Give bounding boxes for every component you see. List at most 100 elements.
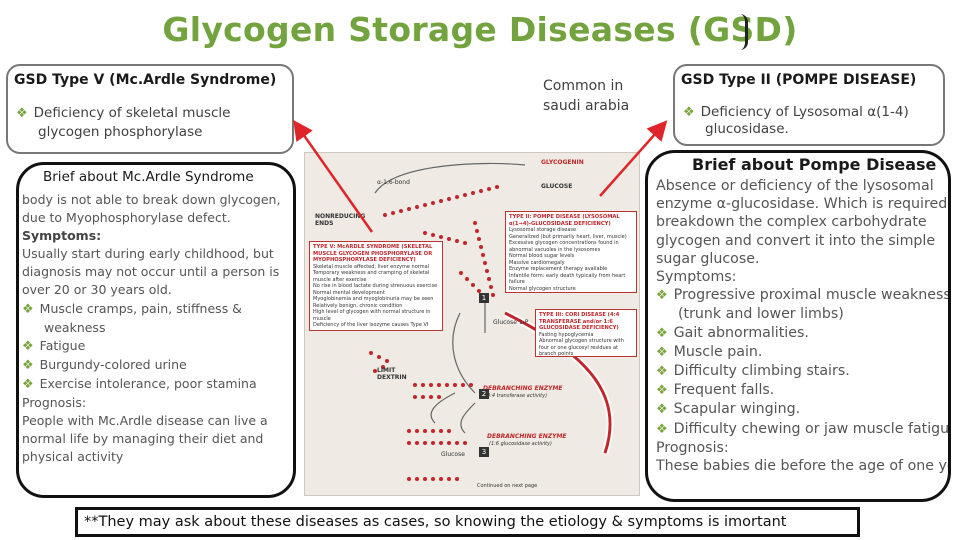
type-v-inset-line: Myoglobinemia and myoglobinuria may be s… — [313, 296, 434, 302]
gsd-type-v-item: ❖ Deficiency of skeletal muscle glycogen … — [14, 104, 286, 141]
brief-mcardle-symptoms-label: Symptoms: — [22, 228, 102, 244]
brief-pompe-prognosis-text: These babies die before the age of one y… — [656, 458, 951, 475]
brief-mcardle-bullet-text: Burgundy-colored urine — [39, 356, 187, 372]
fig-glycogenin-label: GLYCOGENIN — [541, 159, 584, 166]
diamond-bullet-icon: ❖ — [656, 383, 668, 399]
type-ii-inset-line: Enzyme replacement therapy available — [509, 266, 608, 272]
diamond-bullet-icon: ❖ — [656, 421, 668, 437]
brief-mcardle-content: body is not able to break down glycogen,… — [22, 191, 290, 466]
type-iii-inset-title: TYPE III: CORI DISEASE (4:4 TRANSFERASE … — [539, 312, 620, 331]
diamond-bullet-icon: ❖ — [16, 106, 28, 121]
gsd-type-v-heading: GSD Type V (Mc.Ardle Syndrome) — [14, 72, 277, 88]
brief-mcardle-bullet-text: Muscle cramps, pain, stiffness & — [39, 300, 242, 316]
gsd-type-ii-item: ❖ Deficiency of Lysosomal α(1-4) glucosid… — [681, 104, 937, 138]
brief-pompe-symptom-text: Progressive proximal muscle weakness (tr… — [673, 287, 951, 323]
type-ii-inset-title: TYPE II: POMPE DISEASE (LYSOSOMAL α(1→4)… — [509, 214, 620, 227]
brief-pompe-symptom: ❖ Difficulty climbing stairs. — [656, 362, 948, 381]
diamond-bullet-icon: ❖ — [683, 105, 695, 120]
brief-mcardle-bullet-text: Exercise intolerance, poor stamina — [39, 375, 257, 391]
gsd-type-ii-box: GSD Type II (POMPE DISEASE) ❖ Deficiency … — [673, 64, 945, 146]
fig-glucose-small-label: Glucose — [441, 451, 465, 458]
fig-limit-dextrin-label: LIMIT DEXTRIN — [377, 367, 407, 381]
brief-pompe-intro: Absence or deficiency of the lysosomal e… — [656, 178, 951, 267]
brief-pompe-symptom-text: Muscle pain. — [673, 343, 763, 360]
type-ii-inset: TYPE II: POMPE DISEASE (LYSOSOMAL α(1→4)… — [505, 211, 637, 293]
pathway-diagram — [369, 162, 614, 481]
type-v-inset-line: High level of glycogen with normal struc… — [313, 309, 431, 322]
step-number-2: 2 — [479, 389, 489, 399]
gsd-type-v-text: Deficiency of skeletal muscle glycogen p… — [33, 105, 231, 140]
type-iii-inset: TYPE III: CORI DISEASE (4:4 TRANSFERASE … — [535, 309, 637, 357]
brief-mcardle-bullet: ❖Burgundy-colored urine — [22, 356, 290, 375]
step-number-3: 3 — [479, 447, 489, 457]
brief-mcardle-bullet: ❖ Exercise intolerance, poor stamina — [22, 375, 290, 394]
fig-continued-label: Continued on next page — [477, 483, 538, 489]
step-number-1: 1 — [479, 293, 489, 303]
type-ii-inset-line: Lysosomal storage disease — [509, 227, 577, 233]
brief-pompe-prognosis-label: Prognosis: — [656, 439, 729, 456]
fig-debranching-1-label: DEBRANCHING ENZYME — [483, 385, 563, 392]
type-v-inset-line: Normal mental development — [313, 289, 385, 296]
gsd-type-v-box: GSD Type V (Mc.Ardle Syndrome) ❖ Deficien… — [6, 64, 294, 154]
brief-mcardle-symptoms-text: Usually start during early childhood, bu… — [22, 246, 280, 298]
diamond-bullet-icon: ❖ — [22, 376, 34, 392]
gsd-type-ii-heading: GSD Type II (POMPE DISEASE) — [681, 72, 917, 88]
diamond-bullet-icon: ❖ — [22, 338, 34, 354]
diamond-bullet-icon: ❖ — [656, 402, 668, 418]
brief-mcardle-prognosis-label: Prognosis: — [22, 395, 87, 411]
brief-pompe-symptom: ❖ Gait abnormalities. — [656, 324, 948, 343]
type-v-inset-line: Relatively benign, chronic condition — [313, 302, 403, 309]
gsd-type-ii-text: Deficiency of Lysosomal α(1-4) glucosida… — [700, 104, 909, 137]
diamond-bullet-icon: ❖ — [656, 364, 668, 380]
brief-pompe-content: Absence or deficiency of the lysosomal e… — [656, 177, 951, 475]
diamond-bullet-icon: ❖ — [656, 344, 668, 360]
brief-pompe-symptom-text: Frequent falls. — [673, 382, 775, 399]
page-title: Glycogen Storage Diseases (GSD) — [162, 10, 798, 49]
glycogen-pathway-figure: GLYCOGENIN α-1,6-bond NONREDUCING ENDS G… — [304, 152, 640, 496]
brief-pompe-symptom: ❖ Progressive proximal muscle weakness (t… — [656, 286, 951, 323]
footer-note-box: **They may ask about these diseases as c… — [75, 507, 860, 537]
common-note: Common in saudi arabia — [543, 78, 630, 114]
brief-mcardle-box: Brief about Mc.Ardle Syndrome body is no… — [16, 162, 296, 498]
fig-debranching-2-sub: (1:6 glucosidase activity) — [489, 441, 553, 447]
diamond-bullet-icon: ❖ — [656, 325, 668, 341]
brief-pompe-symptom-text: Difficulty climbing stairs. — [673, 363, 850, 380]
fig-glucose-label: GLUCOSE — [541, 183, 573, 190]
type-ii-inset-line: Normal blood sugar levels — [509, 253, 575, 259]
fig-bond-label: α-1,6-bond — [377, 179, 410, 186]
type-ii-inset-line: Generalized (but primarily heart, liver,… — [509, 233, 627, 240]
brief-mcardle-intro: body is not able to break down glycogen,… — [22, 192, 281, 226]
type-iii-inset-line: Abnormal glycogen structure with four or… — [539, 338, 624, 357]
title-accent — [740, 14, 748, 50]
brief-pompe-symptom-text: Gait abnormalities. — [673, 324, 809, 341]
type-v-inset-line: No rise in blood lactate during strenuou… — [313, 283, 438, 289]
brief-pompe-heading: Brief about Pompe Disease — [692, 155, 937, 174]
type-v-inset-line: Deficiency of the liver isozyme causes T… — [313, 322, 429, 328]
brief-mcardle-bullet-text: Fatigue — [39, 337, 86, 353]
type-v-inset: TYPE V: McARDLE SYNDROME (SKELETAL MUSCL… — [309, 241, 443, 331]
brief-mcardle-prognosis-text: People with Mc.Ardle disease can live a … — [22, 413, 268, 465]
type-ii-inset-line: Massive cardiomegaly — [509, 259, 565, 266]
type-ii-inset-line: Infantile form: early death typically fr… — [509, 272, 626, 286]
brief-pompe-symptom-text: Difficulty chewing or jaw muscle fatigue… — [673, 420, 951, 437]
brief-mcardle-bullet: ❖ Fatigue — [22, 337, 290, 356]
brief-pompe-symptom: ❖ Frequent falls. — [656, 381, 948, 400]
type-iii-inset-line: Fasting hypoglycemia — [539, 331, 594, 338]
type-v-inset-line: Skeletal muscle affected; liver enzyme n… — [313, 263, 430, 270]
type-v-inset-title: TYPE V: McARDLE SYNDROME (SKELETAL MUSCL… — [313, 244, 433, 263]
fig-debranching-1-sub: (4:4 transferase activity) — [485, 393, 548, 399]
fig-glucose1p-label: Glucose 1-P — [493, 319, 529, 326]
footer-note: **They may ask about these diseases as c… — [84, 514, 787, 530]
brief-mcardle-bullet: ❖Muscle cramps, pain, stiffness & — [22, 300, 290, 319]
brief-pompe-symptoms-label: Symptoms: — [656, 269, 737, 286]
brief-pompe-symptom: ❖ Muscle pain. — [656, 343, 948, 362]
type-ii-inset-line: Normal glycogen structure — [509, 285, 576, 292]
type-v-inset-line: Temporary weakness and cramping of skele… — [313, 270, 430, 283]
brief-pompe-symptom-text: Scapular winging. — [673, 401, 801, 418]
brief-pompe-symptom: ❖ Scapular winging. — [656, 400, 948, 419]
brief-mcardle-heading: Brief about Mc.Ardle Syndrome — [43, 169, 254, 185]
brief-pompe-box: Brief about Pompe Disease Absence or def… — [645, 150, 951, 502]
diamond-bullet-icon: ❖ — [656, 288, 668, 304]
brief-pompe-symptom: ❖ Difficulty chewing or jaw muscle fatigu… — [656, 420, 951, 439]
brief-mcardle-weakness: weakness — [44, 319, 106, 335]
